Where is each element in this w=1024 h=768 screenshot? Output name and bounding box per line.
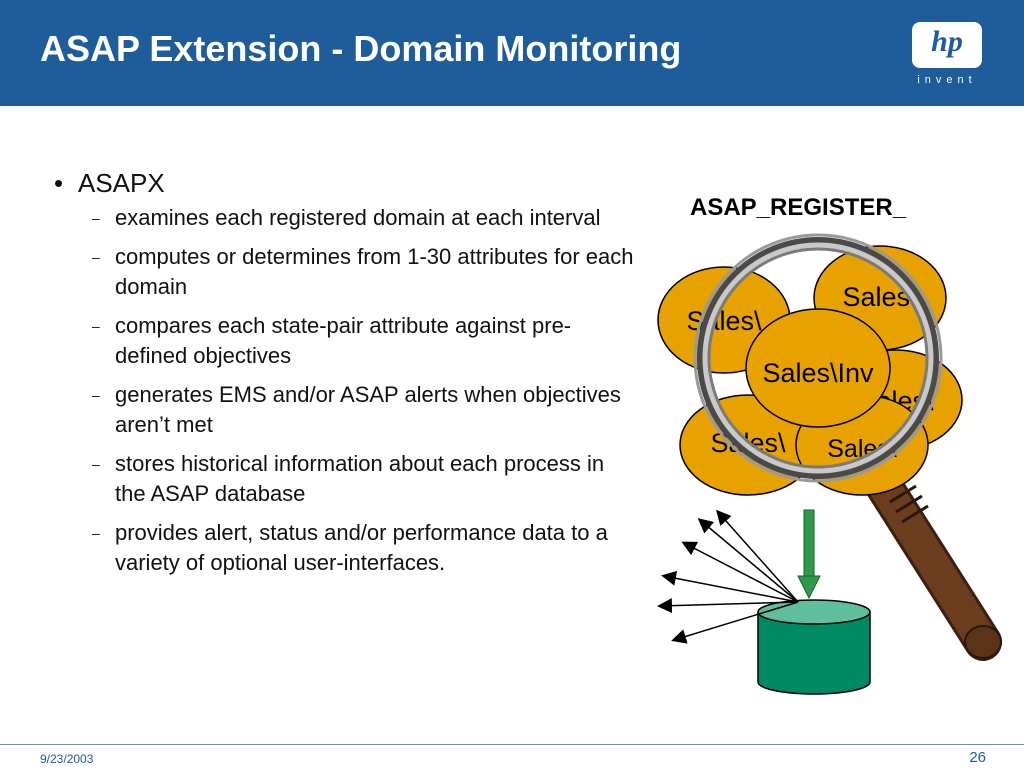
hp-logo-tagline: invent <box>917 74 977 86</box>
dash-marker: – <box>92 525 100 541</box>
output-arrows <box>657 509 799 644</box>
header-bar: ASAP Extension - Domain Monitoring hp in… <box>0 0 1024 106</box>
slide-title: ASAP Extension - Domain Monitoring <box>40 28 682 69</box>
sub-bullet-list: –examines each registered domain at each… <box>54 203 634 578</box>
hp-logo-mark: hp <box>931 25 963 58</box>
diagram-label: ASAP_REGISTER_ <box>690 194 907 221</box>
domain-ellipse: Sales\Inv <box>745 308 891 428</box>
sub-bullet: –computes or determines from 1-30 attrib… <box>92 242 634 302</box>
sub-bullet-text: compares each state-pair attribute again… <box>115 313 572 368</box>
slide-content: • ASAPX –examines each registered domain… <box>54 168 634 587</box>
magnifier-lens <box>693 233 943 483</box>
hp-logo: hp <box>912 22 982 68</box>
main-bullet: • ASAPX <box>54 168 634 199</box>
dash-marker: – <box>92 456 100 472</box>
sub-bullet: –examines each registered domain at each… <box>92 203 634 233</box>
bullet-dot: • <box>54 168 64 198</box>
dash-marker: – <box>92 318 100 334</box>
sub-bullet-text: computes or determines from 1-30 attribu… <box>115 244 634 299</box>
footer-divider <box>0 744 1024 745</box>
database-icon <box>757 599 871 695</box>
sub-bullet-text: examines each registered domain at each … <box>115 205 601 230</box>
dash-marker: – <box>92 210 100 226</box>
magnifier-handle <box>861 461 1002 661</box>
dash-marker: – <box>92 387 100 403</box>
page-number: 26 <box>969 749 986 766</box>
sub-bullet: –generates EMS and/or ASAP alerts when o… <box>92 380 634 440</box>
sub-bullet: –stores historical information about eac… <box>92 449 634 509</box>
sub-bullet-text: stores historical information about each… <box>115 451 605 506</box>
data-flow-arrow <box>797 509 821 600</box>
domain-label: Sales\Inv <box>762 358 874 388</box>
sub-bullet-text: provides alert, status and/or performanc… <box>115 520 608 575</box>
sub-bullet: –provides alert, status and/or performan… <box>92 518 634 578</box>
dash-marker: – <box>92 249 100 265</box>
main-bullet-text: ASAPX <box>78 168 165 198</box>
sub-bullet-text: generates EMS and/or ASAP alerts when ob… <box>115 382 621 437</box>
domain-monitoring-diagram: Sales\ Sales\ Sales\ Sales\ Sales\ Sales… <box>657 233 1002 695</box>
footer-date: 9/23/2003 <box>40 752 94 766</box>
sub-bullet: –compares each state-pair attribute agai… <box>92 311 634 371</box>
